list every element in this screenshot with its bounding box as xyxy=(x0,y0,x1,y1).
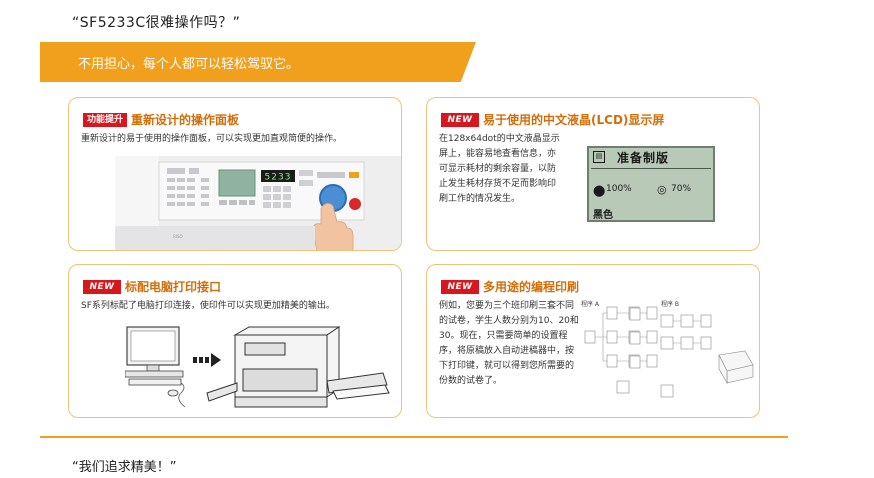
program-a-label: 程序 A xyxy=(581,300,600,308)
card-title: 易于使用的中文液晶(LCD)显示屏 xyxy=(483,113,665,127)
ink-color: 黑色 xyxy=(593,210,613,221)
badge-upgrade: 功能提升 xyxy=(83,113,127,127)
card-desc: 重新设计的易于使用的操作面板，可以实现更加直观简便的操作。 xyxy=(81,134,343,144)
arrow-icon xyxy=(193,353,221,367)
card-title: 重新设计的操作面板 xyxy=(131,113,240,127)
card-desc: 例如，您要为三个班印刷三套不同的试卷，学生人数分别为10、20和30。现在，只需… xyxy=(439,301,579,386)
top-quote: “SF5233C很难操作吗？” xyxy=(72,15,241,31)
output-tray-icon xyxy=(718,350,754,385)
panel-display: 5233 xyxy=(265,173,292,183)
panel-counter xyxy=(261,170,295,182)
control-panel-illustration: 5233 RISO xyxy=(115,156,401,250)
feature-card-program-printing: NEW 多用途的编程印刷 例如，您要为三个班印刷三套不同的试卷，学生人数分别为1… xyxy=(426,264,760,418)
feature-card-lcd: NEW 易于使用的中文液晶(LCD)显示屏 在128x64dot的中文液晶显示屏… xyxy=(426,97,760,251)
numeric-keypad xyxy=(263,186,291,208)
master-roll-icon: ◎ xyxy=(657,183,667,196)
lcd-screen: ▤ 准备制版 ⬤ 100% ◎ 70% 黑色 xyxy=(587,146,715,222)
keypad-left xyxy=(167,168,209,206)
svg-text:RISO: RISO xyxy=(173,234,183,239)
badge-new: NEW xyxy=(441,280,479,294)
printer-icon xyxy=(206,326,390,408)
master-level: 70% xyxy=(671,184,692,194)
ink-level: 100% xyxy=(606,184,632,194)
card-desc: SF系列标配了电脑打印连接，使印件可以实现更加精美的输出。 xyxy=(81,301,335,311)
card-desc: 在128x64dot的中文液晶显示屏上，能容易地查看信息，亦可显示耗材的剩余容量… xyxy=(439,134,560,204)
badge-new: NEW xyxy=(83,280,121,294)
feature-card-pc-interface: NEW 标配电脑打印接口 SF系列标配了电脑打印连接，使印件可以实现更加精美的输… xyxy=(68,264,402,418)
program-diagram: 程序 A 程序 B xyxy=(581,300,754,398)
pc-printer-illustration xyxy=(125,326,390,408)
panel-lcd xyxy=(218,169,256,197)
banner-text: 不用担心，每个人都可以轻松驾驭它。 xyxy=(78,57,300,72)
flow-lines xyxy=(595,312,701,362)
ink-icon: ⬤ xyxy=(593,184,606,197)
computer-icon xyxy=(125,326,186,408)
program-b-label: 程序 B xyxy=(661,300,679,308)
document-icon: ▤ xyxy=(593,151,605,163)
badge-new: NEW xyxy=(441,113,479,127)
card-title: 标配电脑打印接口 xyxy=(125,280,222,294)
feature-card-control-panel: 功能提升 重新设计的操作面板 重新设计的易于使用的操作面板，可以实现更加直观简便… xyxy=(68,97,402,251)
lcd-header: 准备制版 xyxy=(617,151,670,165)
document-icons xyxy=(584,306,712,398)
orange-banner xyxy=(40,42,476,82)
section-divider xyxy=(40,436,788,438)
card-title: 多用途的编程印刷 xyxy=(483,280,580,294)
bottom-quote: “我们追求精美！” xyxy=(72,460,177,475)
